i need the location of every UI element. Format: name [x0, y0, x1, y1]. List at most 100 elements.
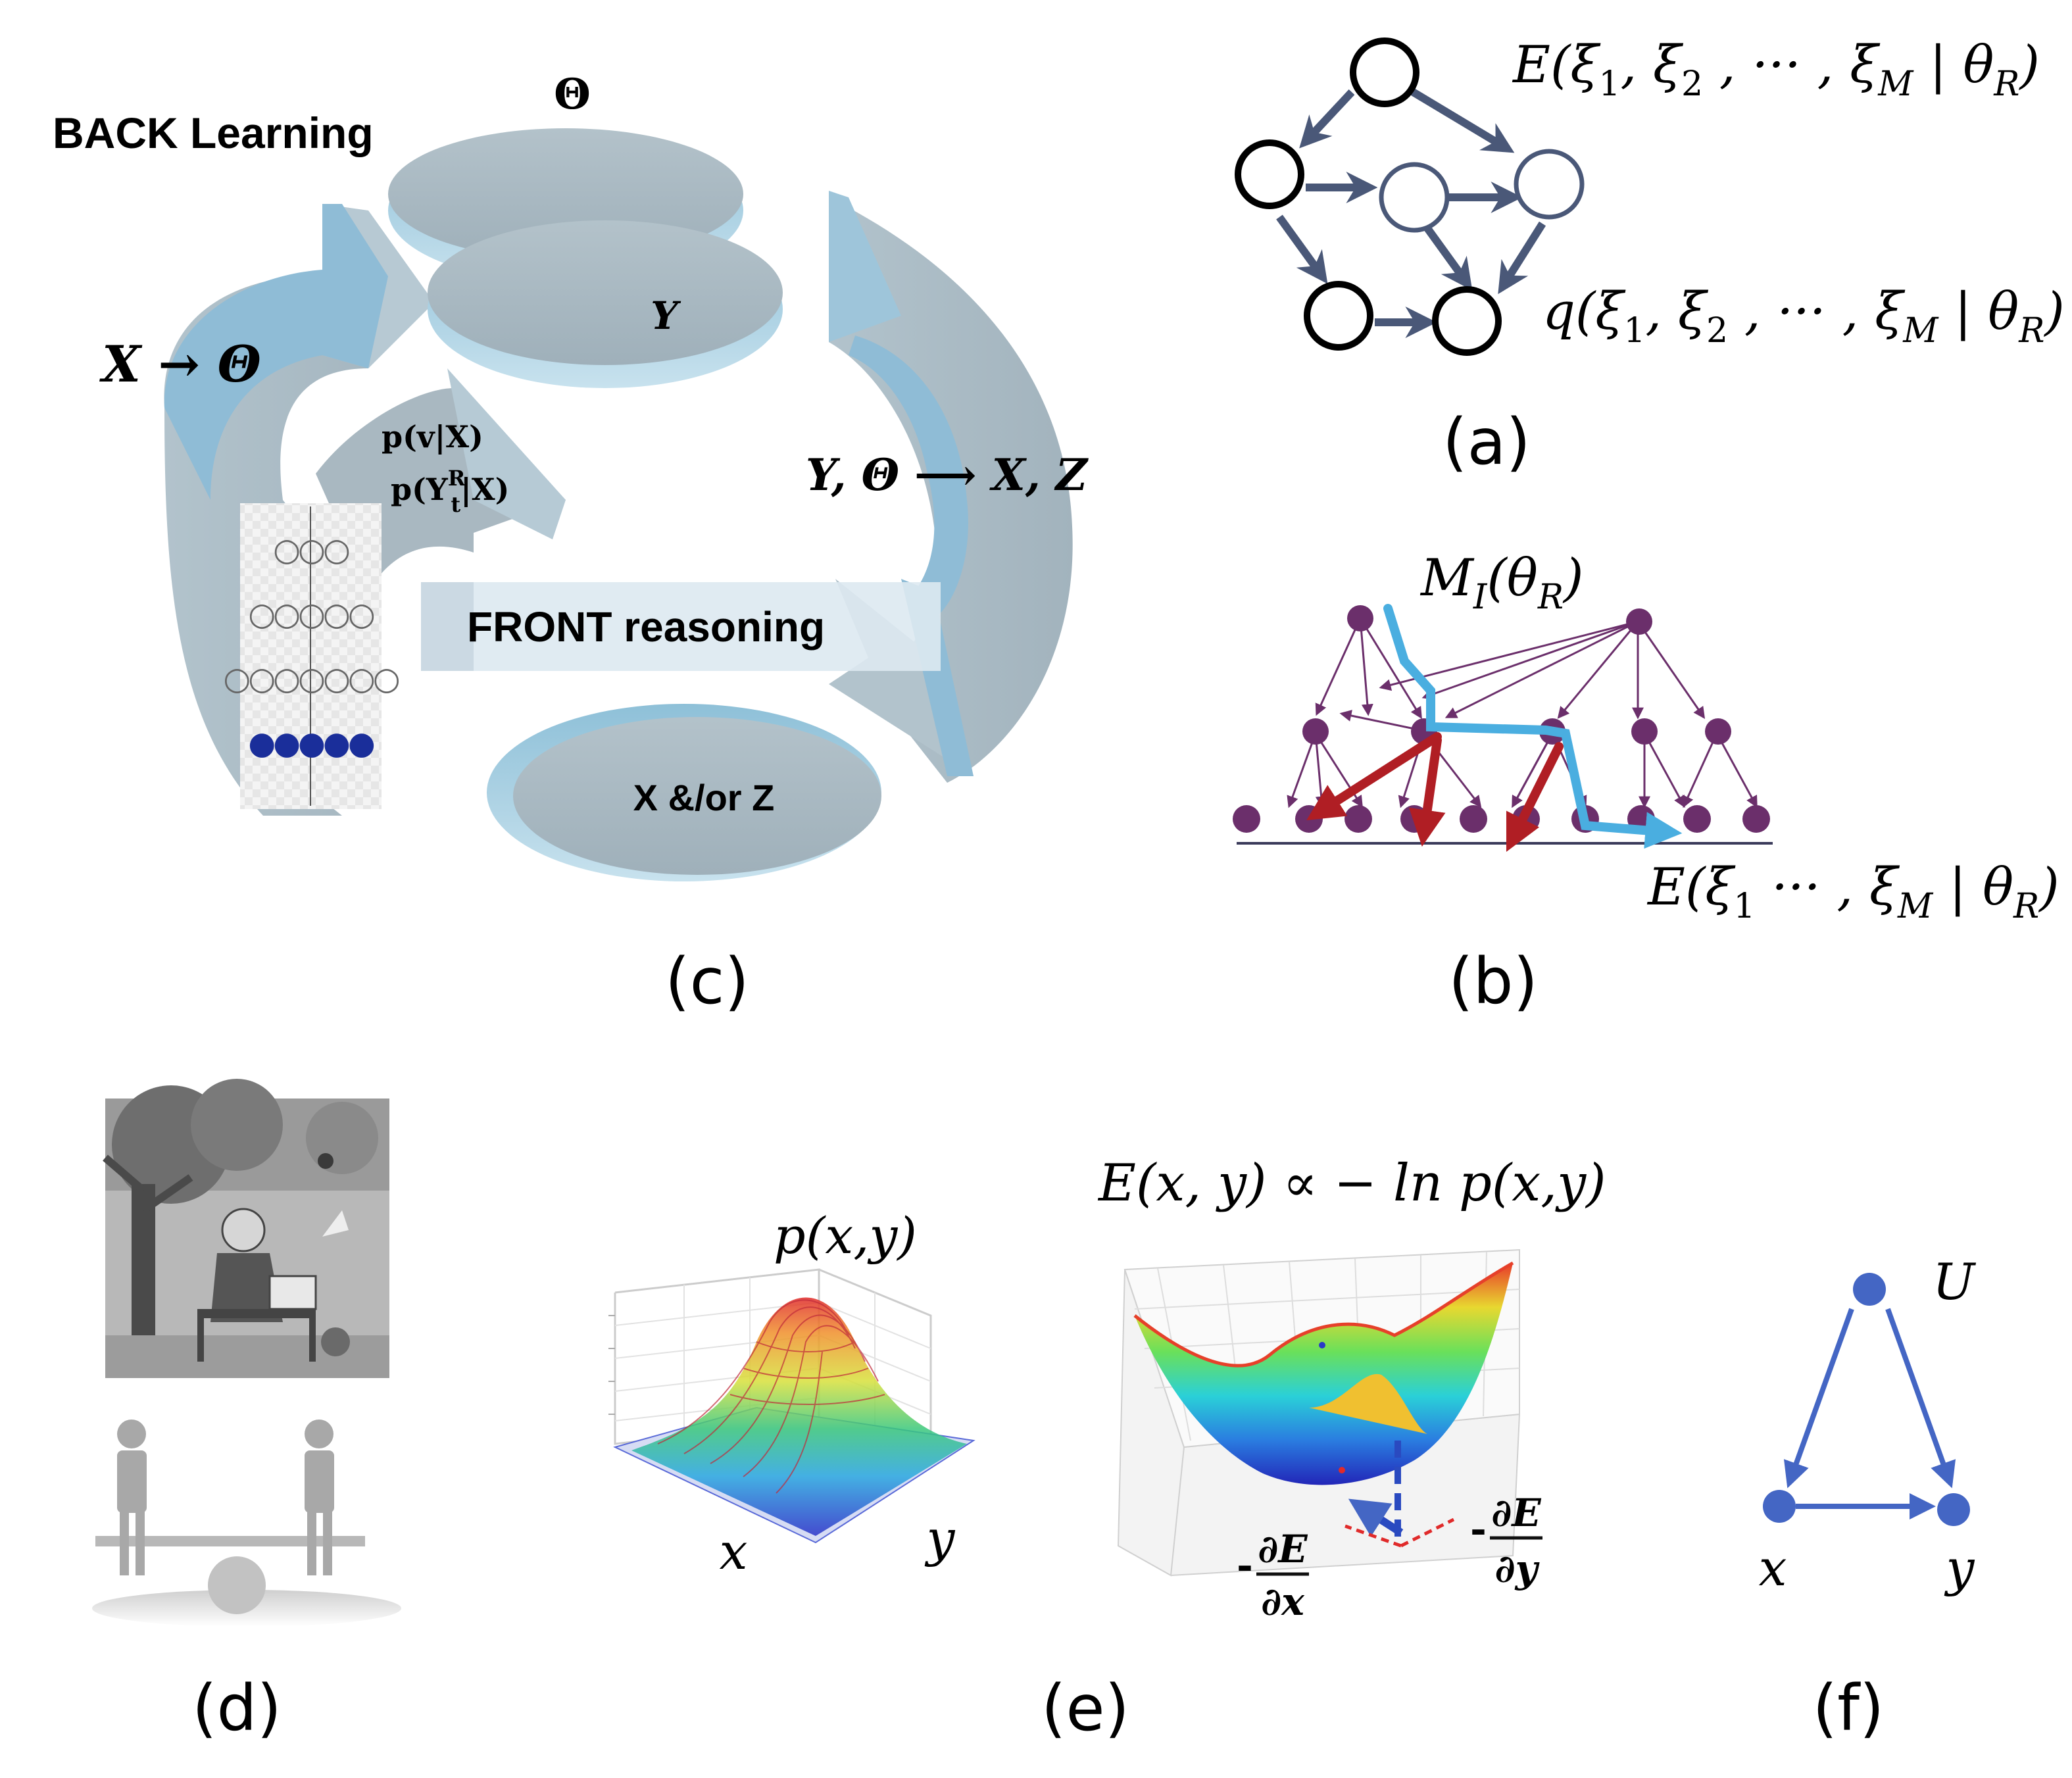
node-bottom-right	[1432, 286, 1502, 356]
sketch-image	[103, 1079, 389, 1378]
edge-left-down	[1276, 214, 1328, 284]
grad-x-minus: -	[1237, 1543, 1253, 1589]
energy-label-a: E(ξ1, ξ2 , ··· , ξM | θR)	[1512, 36, 2040, 104]
red-arrows	[1306, 732, 1564, 852]
y-theta-xz-label: Y, Θ ⟶ X, Z	[806, 449, 1089, 501]
graph-f-edges	[1783, 1308, 1956, 1519]
panel-f: U x y (f)	[1759, 1252, 1977, 1745]
back-learning-arc-top	[164, 270, 322, 500]
node-y	[1937, 1493, 1970, 1526]
x-to-theta-label: X → Θ	[99, 335, 261, 393]
person-left-icon	[117, 1420, 147, 1575]
energy-label-b: E(ξ1 ··· , ξM | θR)	[1646, 858, 2060, 926]
seesaw-image	[92, 1420, 401, 1627]
back-arrow-blade-edge	[322, 204, 388, 368]
panel-label-a: (a)	[1443, 405, 1531, 479]
gaussian-mesh	[657, 1299, 885, 1494]
p-y-tail: |X)	[460, 472, 509, 507]
node-top	[1350, 37, 1419, 107]
edge-u-y	[1885, 1308, 1956, 1489]
grad-x-label: - ∂E ∂x	[1237, 1527, 1309, 1624]
panel-label-c: (c)	[665, 945, 749, 1018]
cyan-path	[1383, 604, 1683, 849]
graph-a-edges	[1276, 85, 1546, 338]
grad-x-num: ∂E	[1258, 1527, 1308, 1571]
front-reasoning-arc-inner	[849, 335, 968, 618]
bowl-rim	[1133, 1261, 1514, 1368]
front-reasoning-band-shadow	[421, 582, 474, 671]
node-bottom-left	[1304, 281, 1373, 351]
panel-e: p(x,y) x y	[608, 1154, 1606, 1745]
p-y-sub: t	[451, 492, 460, 517]
node-mid	[1379, 162, 1450, 233]
layer-row-4: ●●●●●	[248, 725, 374, 762]
edge-top-left	[1299, 89, 1355, 149]
b-root-right	[1626, 608, 1652, 635]
energy-bowl-plot	[1117, 1248, 1521, 1577]
seesaw-pivot	[208, 1556, 266, 1614]
gaussian-surface	[631, 1297, 967, 1536]
node-left	[1235, 139, 1304, 209]
panel-label-e: (e)	[1041, 1671, 1129, 1745]
layer-row-2: ○○○○○	[248, 596, 374, 633]
u-label: U	[1933, 1252, 1977, 1311]
bowl-dot-upper	[1319, 1342, 1325, 1348]
graph-b-edges	[1287, 618, 1758, 808]
pxy-label: p(x,y)	[774, 1206, 917, 1265]
edge-mid-down	[1421, 221, 1473, 291]
inner-arc-blade	[447, 368, 566, 539]
layer-row-3: ○○○○○○○	[223, 660, 399, 697]
y-disk-top	[428, 220, 783, 365]
layer-stack: ○○○ ○○○○○ ○○○○○○○ ●●●●●	[223, 503, 402, 809]
bowl-dot-lower	[1339, 1467, 1345, 1473]
graph-b-nodes	[1233, 605, 1770, 833]
red-arrow-1	[1306, 732, 1442, 821]
xz-disk-label: X &/or Z	[633, 777, 775, 818]
gaussian-ticks	[608, 1315, 615, 1415]
panel-label-f: (f)	[1813, 1671, 1885, 1745]
y-axis-label-e: y	[925, 1509, 956, 1568]
panel-a: E(ξ1, ξ2 , ··· , ξM | θR) q(ξ1, ξ2 , ···…	[1235, 36, 2065, 479]
grad-y-minus: -	[1470, 1506, 1487, 1552]
bowl-bump	[1309, 1373, 1427, 1434]
panel-c: ○○○ ○○○○○ ○○○○○○○ ●●●●● BACK Learning Θ …	[53, 70, 1089, 1018]
theta-label: Θ	[554, 70, 591, 119]
energy-relation-label: E(x, y) ∝ − ln p(x,y)	[1097, 1154, 1606, 1213]
gaussian-plot	[608, 1268, 975, 1544]
grad-y-num: ∂E	[1491, 1491, 1541, 1535]
person-right-icon	[305, 1420, 334, 1575]
front-arrow-blade	[829, 191, 901, 342]
q-label-a: q(ξ1, ξ2 , ··· , ξM | θR)	[1542, 282, 2065, 351]
p-v-label: p(v|X)	[382, 419, 483, 455]
panel-d: (d)	[92, 1079, 401, 1745]
front-reasoning-label: FRONT reasoning	[467, 603, 825, 651]
node-x	[1763, 1490, 1796, 1523]
panel-label-d: (d)	[192, 1671, 282, 1745]
p-y-main: p(Y	[391, 472, 449, 507]
grad-y-den: ∂y	[1495, 1546, 1541, 1591]
x-label-f: x	[1759, 1539, 1787, 1597]
b-root-left	[1347, 605, 1373, 631]
bowl-red-dashes	[1344, 1518, 1455, 1548]
node-right	[1514, 149, 1585, 220]
x-axis-label-e: x	[720, 1522, 748, 1581]
red-arrow-2	[1409, 735, 1446, 847]
person-head	[221, 1208, 266, 1252]
edge-top-right	[1405, 85, 1515, 153]
front-reasoning-band	[421, 582, 941, 671]
edge-u-x	[1783, 1308, 1854, 1489]
graph-a-nodes	[1235, 37, 1585, 356]
y-disk-label: Y	[651, 293, 681, 338]
layer-row-1: ○○○	[273, 531, 349, 568]
grad-x-den: ∂x	[1261, 1579, 1305, 1624]
seesaw-board	[95, 1536, 365, 1546]
y-label-f: y	[1944, 1539, 1975, 1597]
cyan-path-line	[1383, 604, 1683, 849]
bowl-grad-arrow	[1348, 1498, 1404, 1537]
edge-right-down	[1498, 221, 1546, 295]
back-learning-label: BACK Learning	[53, 109, 374, 157]
xz-disk-top	[513, 717, 881, 875]
red-arrow-3	[1506, 742, 1564, 852]
